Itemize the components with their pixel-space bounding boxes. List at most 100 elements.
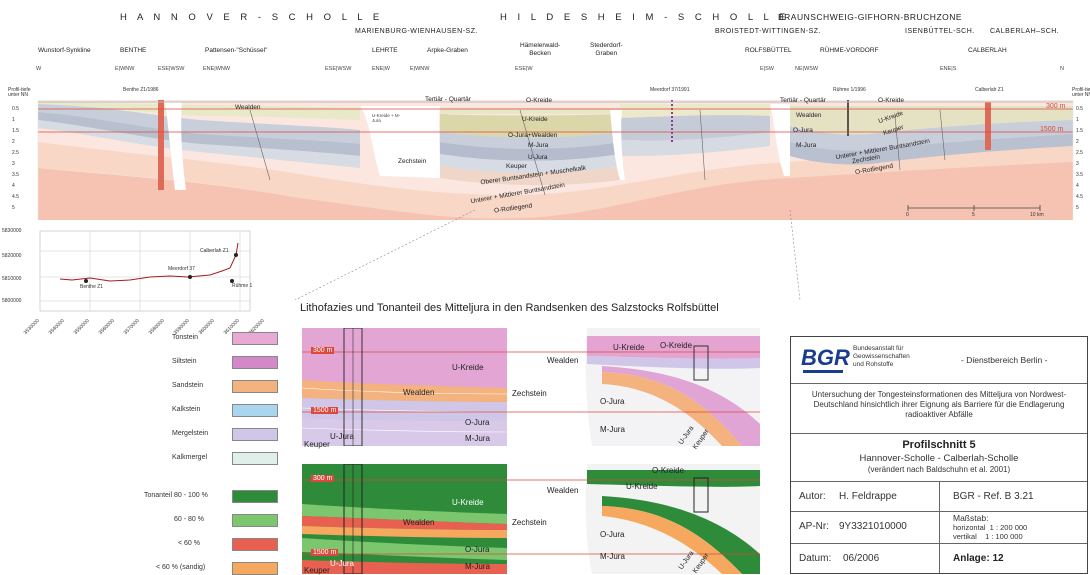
unit-ojura-east: O-Jura (793, 127, 813, 134)
detail-top-wealden: Wealden (403, 388, 435, 397)
depth-tick: 0.5 (12, 106, 19, 112)
depth-tick: 4 (12, 183, 15, 189)
detail-panel-lithology (302, 328, 760, 446)
author-name: H. Feldrappe (839, 491, 897, 502)
loc-stederdorf: Stederdorf- Graben (590, 42, 623, 57)
map-y-tick: 5800000 (2, 298, 22, 304)
unit-tertiaer-east: Tertiär - Quartär (780, 97, 826, 104)
map-well-calberlah: Calberlah Z1 (200, 248, 229, 254)
depth-tick: 0.5 (1076, 106, 1083, 112)
location-map (39, 230, 251, 312)
legend-swatch (232, 538, 278, 551)
detail-bottom-ukreide-r: U-Kreide (626, 482, 658, 491)
legend-label: Tonstein (172, 334, 199, 341)
dir-ese-wsw: ESE|WSW (158, 66, 185, 72)
institution-name: Bundesanstalt für Geowissenschaften und … (853, 345, 910, 368)
title-block-header: BGR Bundesanstalt für Geowissenschaften … (791, 337, 1087, 384)
legend-swatch (232, 332, 278, 345)
loc-calberlah: CALBERLAH (968, 47, 1007, 54)
detail-top-keuper: Keuper (304, 440, 330, 449)
detail-top-ukreide-r: U-Kreide (613, 343, 645, 352)
depth-tick: 4.5 (1076, 194, 1083, 200)
bgr-logo-bar (803, 370, 843, 373)
detail-bottom-ojura-r: O-Jura (600, 530, 625, 539)
map-y-tick: 5830000 (2, 228, 22, 234)
loc-ruehme: RÜHME-VORDORF (820, 47, 879, 54)
ap-number: 9Y3321010000 (839, 521, 907, 532)
detail-depth-300-bottom: 300 m (311, 475, 335, 482)
legend-label: < 60 % (178, 540, 200, 547)
map-well-meerdorf: Meerdorf 37 (168, 266, 195, 272)
detail-top-ojura-r: O-Jura (600, 397, 625, 406)
depth-300-main: 300 m (1046, 103, 1066, 110)
date-label: Datum: (799, 553, 832, 564)
legend-label: Tonanteil 80 - 100 % (144, 492, 208, 499)
depth-tick: 5 (12, 205, 15, 211)
map-x-tick: 3540000 (47, 317, 66, 337)
detail-top-ujura: U-Jura (330, 432, 355, 441)
detail-top-ojura: O-Jura (465, 418, 490, 427)
detail-depth-1500-top: 1500 m (311, 407, 339, 414)
depth-axis-left: 0.5 1 1.5 2 2.5 3 3.5 4 4.5 5 (12, 106, 26, 216)
scale-5: 5 (972, 212, 975, 218)
axis-right-title: Profil-tiefe unter NN (1072, 87, 1090, 98)
well-label-meerdorf: Meerdorf 37/1991 (650, 87, 690, 93)
depth-tick: 1.5 (1076, 128, 1083, 134)
loc-wunstorf: Wunstorf-Synkline (38, 47, 91, 54)
detail-depth-300-top: 300 m (311, 347, 335, 354)
profile-note: (verändert nach Baldschuhn et al. 2001) (867, 465, 1011, 474)
detail-top-mjura-r: M-Jura (600, 425, 625, 434)
dir-ene-wnw: ENE|WNW (203, 66, 231, 72)
depth-tick: 2 (12, 139, 15, 145)
legend-label: Kalkstein (172, 406, 201, 413)
unit-wealden-east: Wealden (796, 112, 822, 119)
unit-mjura-east: M-Jura (796, 142, 817, 149)
title-block-study: Untersuchung der Tongesteinsformationen … (791, 383, 1087, 434)
scale-vertical: vertikal 1 : 100 000 (953, 532, 1023, 541)
loc-haemelerwald: Hämelerwald- Becken (520, 42, 561, 57)
legend-swatch (232, 452, 278, 465)
region-braunschweig: BRAUNSCHWEIG-GIFHORN-BRUCHZONE (778, 12, 963, 22)
depth-tick: 3 (12, 161, 15, 167)
legend-label: Sandstein (172, 382, 204, 389)
loc-lehrte: LEHRTE (372, 47, 398, 54)
profile-title: Profilschnitt 5 (902, 439, 976, 451)
title-block-divider (939, 481, 940, 573)
anlage: Anlage: 12 (953, 553, 1004, 564)
dir-w: W (36, 66, 42, 72)
reference: BGR - Ref. B 3.21 (953, 491, 1034, 502)
title-block-ap-row: AP-Nr: 9Y3321010000 Maßstab: horizontal … (791, 511, 1087, 544)
legend-swatch (232, 490, 278, 503)
detail-bottom-keuper: Keuper (304, 566, 330, 575)
title-block-author-row: Autor: H. Feldrappe BGR - Ref. B 3.21 (791, 481, 1087, 512)
detail-bottom-mjura: M-Jura (465, 562, 490, 571)
scale-horizontal: horizontal 1 : 200 000 (953, 523, 1028, 532)
unit-wealden-west: Wealden (235, 104, 261, 111)
legend-swatch (232, 514, 278, 527)
dir-ene-w: ENE|W (372, 66, 390, 72)
loc-benthe: BENTHE (120, 47, 147, 54)
legend-label: Siltstein (172, 358, 197, 365)
depth-tick: 1 (12, 117, 15, 123)
dir-ene-s: ENE|S (940, 66, 957, 72)
legend: Tonstein Siltstein Sandstein Kalkstein M… (120, 330, 290, 575)
unit-ojura-wealden: O-Jura+Wealden (508, 132, 558, 139)
depth-tick: 2.5 (12, 150, 19, 156)
legend-swatch (232, 380, 278, 393)
detail-bottom-wealden-r: Wealden (547, 486, 579, 495)
legend-label: 60 - 80 % (174, 516, 204, 523)
legend-swatch (232, 428, 278, 441)
map-x-tick: 3550000 (72, 317, 91, 337)
legend-swatch (232, 356, 278, 369)
region-calberlah-sch: CALBERLAH–SCH. (990, 28, 1060, 35)
detail-bottom-mjura-r: M-Jura (600, 552, 625, 561)
well-label-calberlah: Calberlah Z1 (975, 87, 1004, 93)
depth-1500-main: 1500 m (1040, 126, 1064, 133)
ap-label: AP-Nr: (799, 521, 829, 532)
dir-e-wnw-2: E|WNW (410, 66, 430, 72)
depth-tick: 3.5 (1076, 172, 1083, 178)
region-hildesheim: H I L D E S H E I M - S C H O L L E (500, 12, 790, 23)
map-x-tick: 3560000 (97, 317, 116, 337)
depth-tick: 2 (1076, 139, 1079, 145)
loc-rolfsbuettel: ROLFSBÜTTEL (745, 47, 792, 54)
